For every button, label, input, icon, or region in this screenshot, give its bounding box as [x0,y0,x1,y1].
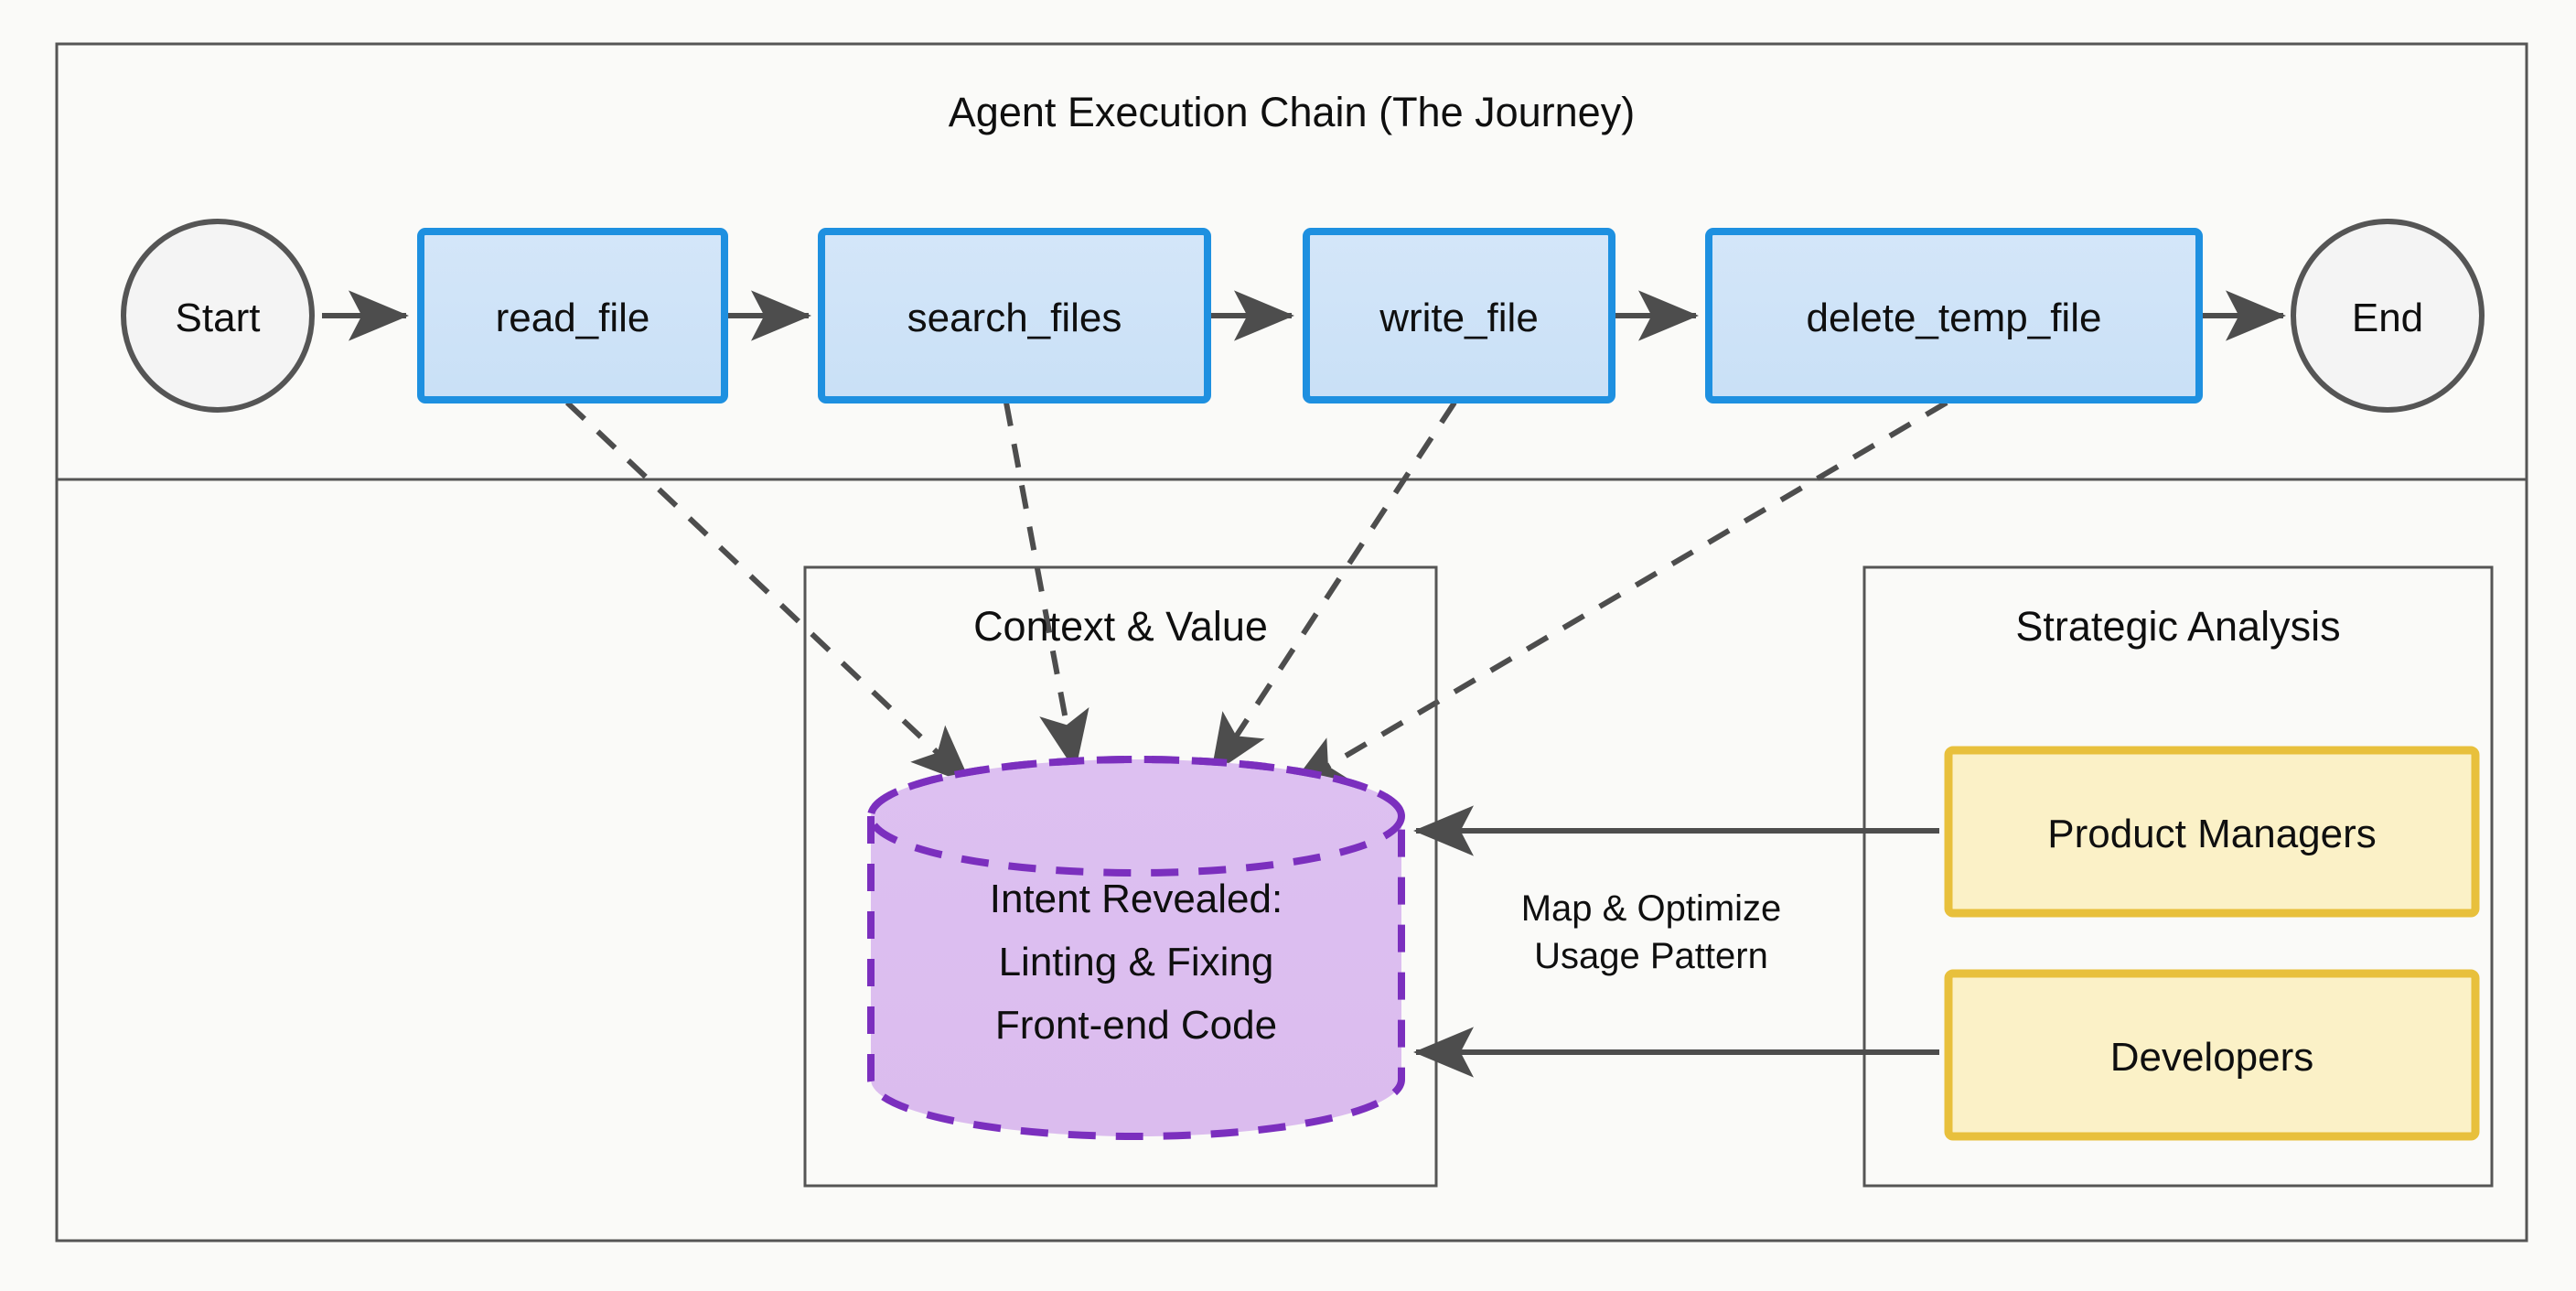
edge-writefile-intent [1209,401,1457,776]
outer-frame [55,42,2528,1243]
start-node-hit[interactable] [123,221,312,410]
node-developers [1944,969,2480,1141]
intent-edges [564,400,1948,791]
node-product-managers-hit[interactable] [1948,750,2475,913]
stakeholder-edges [1413,805,1939,1078]
node-delete-temp-file-hit[interactable] [1709,231,2199,400]
node-write-file [1303,228,1615,403]
node-search-files-hit[interactable] [821,231,1208,400]
node-read-file [417,228,728,403]
end-node-hit[interactable] [2293,221,2482,410]
intent-cylinder[interactable] [867,756,1405,1140]
node-search-files [818,228,1211,403]
node-write-file-hit[interactable] [1306,231,1612,400]
intent-cylinder-hit[interactable] [871,759,1401,1144]
stakeholder-nodes[interactable] [1944,746,2480,1141]
node-delete-temp-file [1705,228,2203,403]
subgraph-strategy-box [1862,565,2494,1188]
node-product-managers [1944,746,2480,918]
start-node[interactable] [121,219,315,413]
subgraph-context-box [803,565,1438,1188]
step-nodes[interactable] [417,228,2203,403]
node-read-file-hit[interactable] [421,231,724,400]
edge-deletetemp-intent [1287,400,1948,791]
edge-readfile-intent [564,400,972,786]
edge-searchfiles-intent [1004,402,1089,771]
node-developers-hit[interactable] [1948,974,2475,1136]
end-node[interactable] [2291,219,2485,413]
